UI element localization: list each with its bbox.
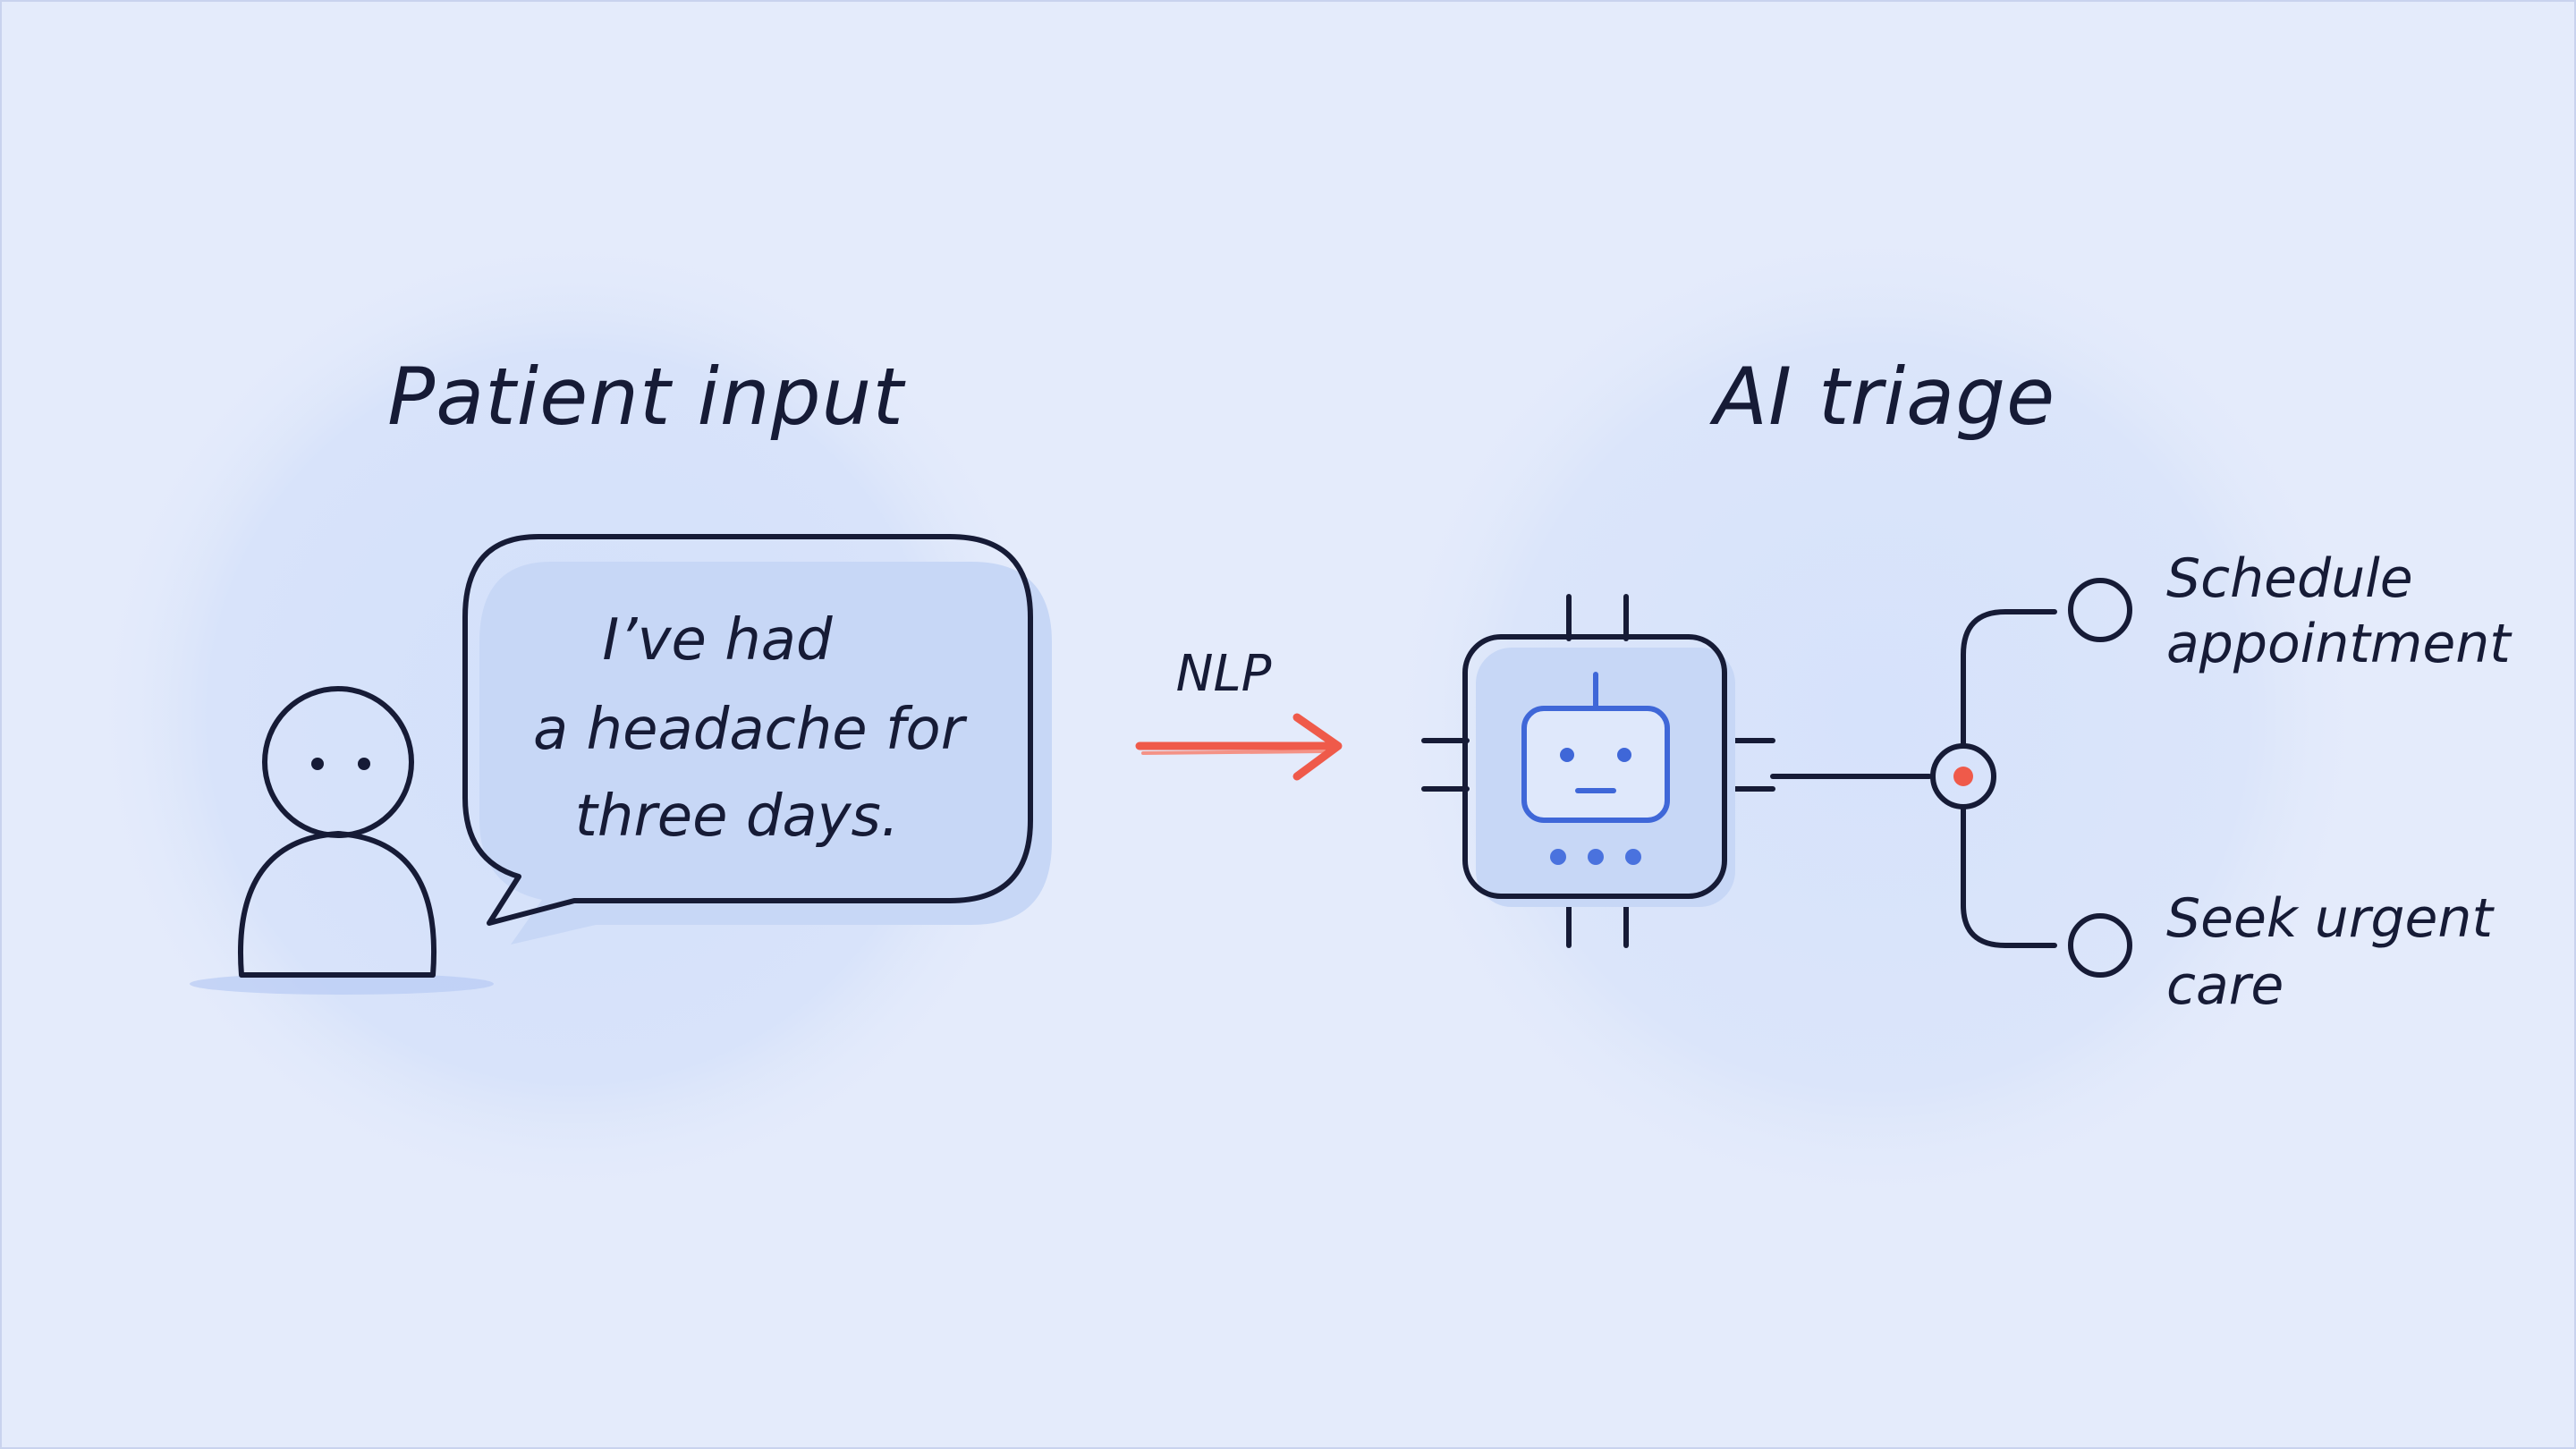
option-schedule-marker [2068,578,2132,642]
option-schedule-line-2: appointment [2166,613,2512,675]
speech-line-3: three days. [575,784,899,850]
speech-line-2: a headache for [533,697,968,763]
option-schedule-line-1: Schedule [2166,547,2413,610]
option-urgent-line-1: Seek urgent [2166,887,2495,950]
speech-line-1: I’ve had [602,607,833,674]
person-icon [190,686,494,995]
arrow-right-icon [1135,713,1343,781]
right-panel-title: AI triage [1709,351,2055,443]
robot-face-icon [1521,672,1670,865]
connector-label: NLP [1176,645,1272,703]
left-panel-title: Patient input [387,351,906,443]
speech-bubble-icon [462,534,1052,945]
decision-node-icon [1770,609,2057,948]
option-urgent-line-2: care [2166,954,2284,1017]
option-urgent-marker [2068,913,2132,978]
